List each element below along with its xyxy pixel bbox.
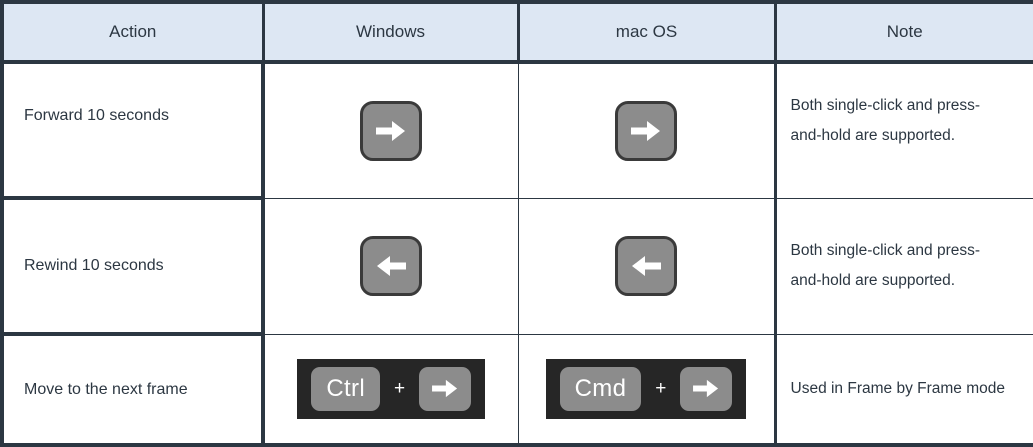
- table-header-row: Action Windows mac OS Note: [0, 0, 1033, 64]
- key-group-windows: [360, 100, 423, 161]
- table-row: Forward 10 seconds: [0, 62, 1033, 200]
- arrow-right-key: [360, 100, 423, 161]
- ctrl-key: Ctrl: [311, 366, 380, 411]
- plus-separator: +: [393, 378, 406, 400]
- note-text: Both single-click and press-and-hold are…: [790, 241, 981, 289]
- note-text: Both single-click and press-and-hold are…: [790, 96, 981, 144]
- arrow-left-icon: [632, 256, 661, 276]
- key-combo-macos: Cmd +: [545, 358, 747, 419]
- action-cell: Forward 10 seconds: [0, 62, 265, 200]
- arrow-right-icon: [631, 120, 660, 141]
- arrow-right-key: [419, 366, 472, 411]
- macos-shortcut-cell: Cmd +: [517, 334, 776, 447]
- key-group-macos: [615, 236, 677, 296]
- action-cell: Rewind 10 seconds: [0, 198, 265, 336]
- column-header-note: Note: [773, 0, 1033, 64]
- arrow-left-icon: [377, 256, 407, 276]
- action-label: Forward 10 seconds: [24, 107, 169, 124]
- note-cell: Both single-click and press-and-hold are…: [773, 62, 1033, 199]
- table-row: Move to the next frame Ctrl + Cmd +: [0, 334, 1033, 447]
- arrow-right-icon: [432, 380, 458, 398]
- key-combo-windows: Ctrl +: [297, 358, 486, 419]
- arrow-right-key: [680, 366, 733, 411]
- windows-shortcut-cell: [262, 198, 519, 335]
- windows-shortcut-cell: Ctrl +: [262, 334, 519, 447]
- macos-shortcut-cell: [517, 62, 776, 199]
- note-cell: Both single-click and press-and-hold are…: [773, 198, 1033, 335]
- column-header-macos: mac OS: [516, 0, 777, 64]
- arrow-left-key: [615, 236, 677, 296]
- note-cell: Used in Frame by Frame mode: [773, 334, 1033, 447]
- action-label: Rewind 10 seconds: [24, 257, 164, 274]
- action-label: Move to the next frame: [24, 380, 188, 398]
- column-header-action: Action: [0, 0, 265, 64]
- arrow-right-icon: [693, 380, 719, 398]
- arrow-right-icon: [376, 120, 406, 141]
- key-group-windows: [360, 236, 423, 296]
- cmd-key: Cmd: [559, 366, 642, 411]
- table-body: Forward 10 seconds: [0, 62, 1033, 447]
- arrow-right-key: [615, 100, 677, 161]
- arrow-left-key: [360, 236, 423, 296]
- key-group-macos: [615, 100, 677, 161]
- table-row: Rewind 10 seconds: [0, 198, 1033, 336]
- macos-shortcut-cell: [517, 198, 776, 335]
- windows-shortcut-cell: [262, 62, 519, 199]
- column-header-windows: Windows: [261, 0, 520, 64]
- table-header: Action Windows mac OS Note: [0, 0, 1033, 64]
- plus-separator: +: [655, 378, 667, 400]
- action-cell: Move to the next frame: [0, 334, 265, 447]
- note-text: Used in Frame by Frame mode: [790, 379, 1006, 397]
